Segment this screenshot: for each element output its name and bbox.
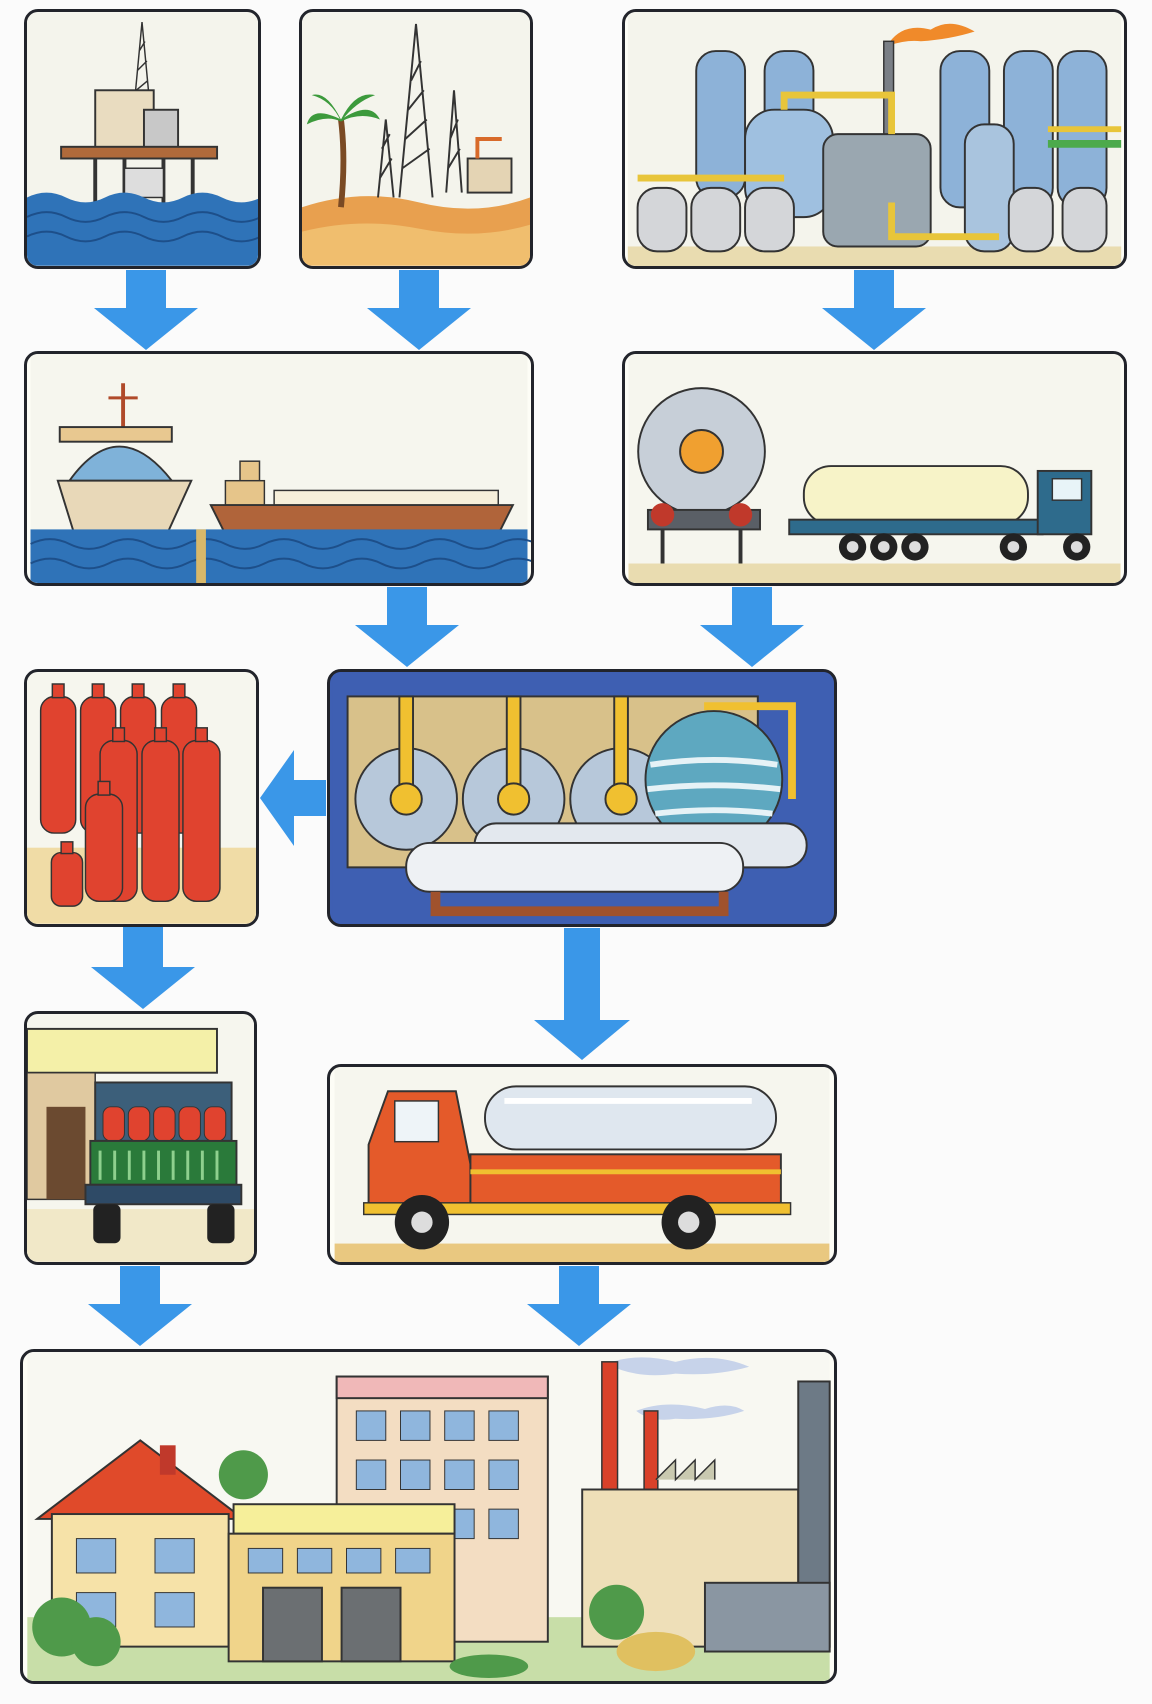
arrow-storage-to-bulk-truck: [534, 928, 630, 1060]
arrow-refinery-to-road-tanker: [822, 270, 926, 350]
arrow-ship-to-storage: [355, 587, 459, 667]
arrow-road-tanker-to-storage: [700, 587, 804, 667]
desert-oilfield-panel: [299, 9, 533, 269]
ship-transport-panel: [24, 351, 534, 586]
pickup-truck-icon: [27, 1014, 254, 1262]
tanker-ship-icon: [30, 354, 531, 583]
arrow-pickup-to-end-users: [88, 1266, 192, 1346]
refinery-panel: [622, 9, 1127, 269]
arrow-offshore-to-ship: [94, 270, 198, 350]
tanker-truck-icon: [628, 354, 1121, 583]
bulk-delivery-truck-panel: [327, 1064, 837, 1265]
arrow-oilfield-to-ship: [367, 270, 471, 350]
road-tanker-transport-panel: [622, 351, 1127, 586]
refinery-icon: [627, 12, 1122, 266]
gas-cylinder-icon: [27, 672, 256, 924]
desert-oil-derrick-icon: [302, 12, 530, 266]
arrow-storage-to-cylinders: [260, 750, 326, 846]
arrow-bulk-truck-to-end-users: [527, 1266, 631, 1346]
storage-depot-panel: [327, 669, 837, 927]
offshore-platform-panel: [24, 9, 261, 269]
arrow-cylinders-to-pickup: [91, 927, 195, 1009]
cylinder-delivery-truck-panel: [24, 1011, 257, 1265]
storage-tanks-icon: [332, 672, 832, 924]
town-icon: [27, 1352, 831, 1681]
offshore-oil-rig-icon: [27, 12, 258, 266]
gas-cylinders-panel: [24, 669, 259, 927]
end-users-panel: [20, 1349, 837, 1684]
bulk-truck-icon: [334, 1067, 830, 1262]
